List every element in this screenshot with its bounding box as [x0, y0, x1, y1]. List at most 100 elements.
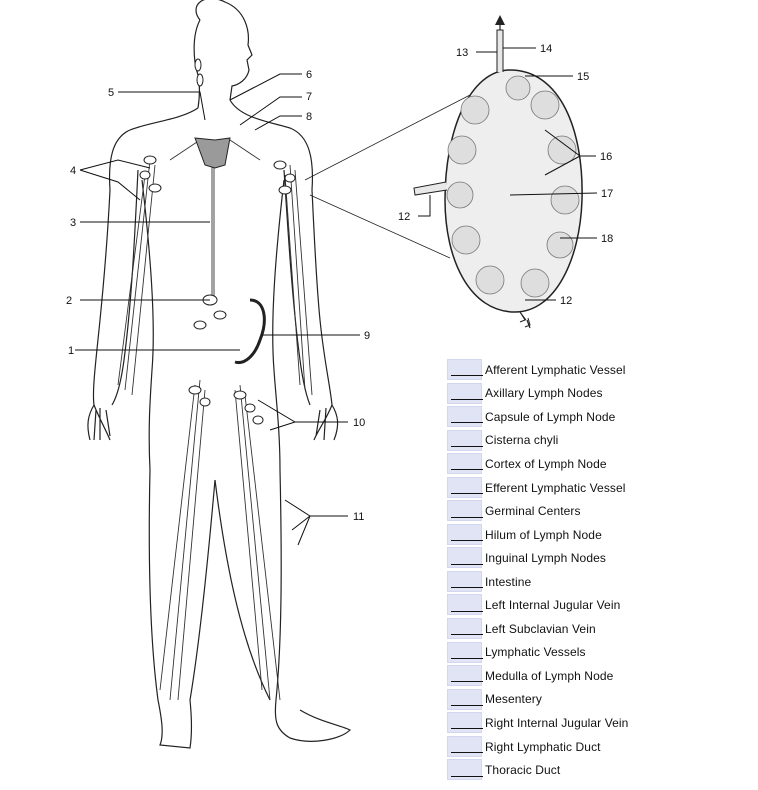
term-label: Cortex of Lymph Node: [485, 456, 607, 471]
callout-9: 9: [364, 330, 370, 342]
thoracic-duct-veins: [194, 137, 231, 169]
lymph-node-clusters: [139, 58, 296, 425]
answer-box[interactable]: [447, 359, 482, 380]
term-label: Medulla of Lymph Node: [485, 668, 614, 683]
answer-blank: [451, 552, 483, 565]
term-label: Inguinal Lymph Nodes: [485, 551, 606, 566]
answer-blank: [451, 505, 483, 518]
callout-10: 10: [353, 417, 365, 429]
term-row: Intestine: [445, 570, 745, 594]
term-label: Thoracic Duct: [485, 763, 561, 778]
term-row: Inguinal Lymph Nodes: [445, 546, 745, 570]
term-row: Efferent Lymphatic Vessel: [445, 476, 745, 500]
term-row: Axillary Lymph Nodes: [445, 382, 745, 406]
term-row: Lymphatic Vessels: [445, 641, 745, 665]
term-label: Hilum of Lymph Node: [485, 527, 602, 542]
term-row: Thoracic Duct: [445, 758, 745, 782]
term-label: Left Subclavian Vein: [485, 621, 596, 636]
callout-1: 1: [68, 345, 74, 357]
answer-blank: [451, 764, 483, 777]
answer-box[interactable]: [447, 594, 482, 616]
callout-5: 5: [108, 87, 114, 99]
answer-box[interactable]: [447, 382, 482, 404]
answer-blank: [451, 410, 483, 424]
answer-blank: [451, 599, 483, 612]
answer-term-list: Afferent Lymphatic Vessel Axillary Lymph…: [445, 358, 745, 782]
term-label: Efferent Lymphatic Vessel: [485, 480, 626, 495]
term-row: Afferent Lymphatic Vessel: [445, 358, 745, 382]
callout-numbers: 1 2 3 4 5 6 7 8 9 10 11 12 12 13 14 15 1…: [66, 43, 613, 523]
term-row: Medulla of Lymph Node: [445, 664, 745, 688]
callout-14: 14: [540, 43, 552, 55]
answer-blank: [451, 740, 483, 754]
callout-4: 4: [70, 165, 76, 177]
answer-blank: [451, 622, 483, 636]
term-row: Hilum of Lymph Node: [445, 523, 745, 547]
answer-blank: [451, 457, 483, 471]
answer-blank: [451, 646, 483, 659]
callout-17: 17: [601, 188, 613, 200]
callout-18: 18: [601, 233, 613, 245]
answer-blank: [451, 363, 483, 377]
connector-line-bottom: [309, 194, 451, 259]
term-label: Left Internal Jugular Vein: [485, 598, 621, 613]
term-label: Right Lymphatic Duct: [485, 739, 601, 754]
term-row: Left Subclavian Vein: [445, 617, 745, 641]
answer-box[interactable]: [447, 759, 482, 781]
answer-blank: [451, 481, 483, 494]
term-row: Mesentery: [445, 688, 745, 712]
body-outline: [87, 0, 352, 749]
answer-blank: [451, 693, 483, 706]
answer-box[interactable]: [447, 618, 482, 640]
answer-box[interactable]: [447, 735, 482, 757]
answer-box[interactable]: [447, 453, 482, 475]
callout-11: 11: [353, 511, 364, 523]
term-label: Cisterna chyli: [485, 433, 559, 448]
term-label: Mesentery: [485, 692, 542, 707]
answer-box[interactable]: [447, 665, 482, 687]
term-row: Left Internal Jugular Vein: [445, 593, 745, 617]
answer-box[interactable]: [447, 523, 482, 545]
answer-box[interactable]: [447, 547, 482, 569]
answer-box[interactable]: [447, 429, 482, 451]
callout-3: 3: [70, 217, 76, 229]
answer-blank: [451, 528, 483, 542]
callout-7: 7: [306, 91, 312, 103]
term-label: Lymphatic Vessels: [485, 645, 586, 660]
callout-12-bottom: 12: [560, 295, 572, 307]
term-label: Intestine: [485, 574, 532, 589]
answer-box[interactable]: [447, 500, 482, 522]
answer-box[interactable]: [447, 570, 482, 592]
answer-blank: [451, 716, 483, 730]
term-row: Capsule of Lymph Node: [445, 405, 745, 429]
intestine-shape: [234, 298, 266, 365]
term-label: Axillary Lymph Nodes: [485, 386, 603, 401]
term-label: Germinal Centers: [485, 504, 581, 519]
answer-blank: [451, 387, 483, 400]
answer-blank: [451, 575, 483, 589]
answer-box[interactable]: [447, 712, 482, 734]
answer-box[interactable]: [447, 688, 482, 710]
answer-box[interactable]: [447, 641, 482, 663]
term-label: Capsule of Lymph Node: [485, 409, 616, 424]
callout-8: 8: [306, 111, 312, 123]
answer-box[interactable]: [447, 406, 482, 428]
callout-13: 13: [456, 47, 468, 59]
term-row: Right Internal Jugular Vein: [445, 711, 745, 735]
callout-16: 16: [600, 151, 612, 163]
term-row: Cortex of Lymph Node: [445, 452, 745, 476]
lymph-node-detail: [413, 15, 583, 329]
lymphatic-vessel-network: [117, 139, 313, 701]
answer-blank: [451, 434, 483, 447]
term-row: Right Lymphatic Duct: [445, 735, 745, 759]
callout-15: 15: [577, 71, 589, 83]
callout-6: 6: [306, 69, 312, 81]
connector-line-top: [304, 94, 471, 181]
term-label: Afferent Lymphatic Vessel: [485, 362, 626, 377]
answer-box[interactable]: [447, 476, 482, 498]
leader-lines: [75, 47, 598, 546]
callout-12-left: 12: [398, 211, 410, 223]
answer-blank: [451, 669, 483, 683]
term-label: Right Internal Jugular Vein: [485, 715, 629, 730]
